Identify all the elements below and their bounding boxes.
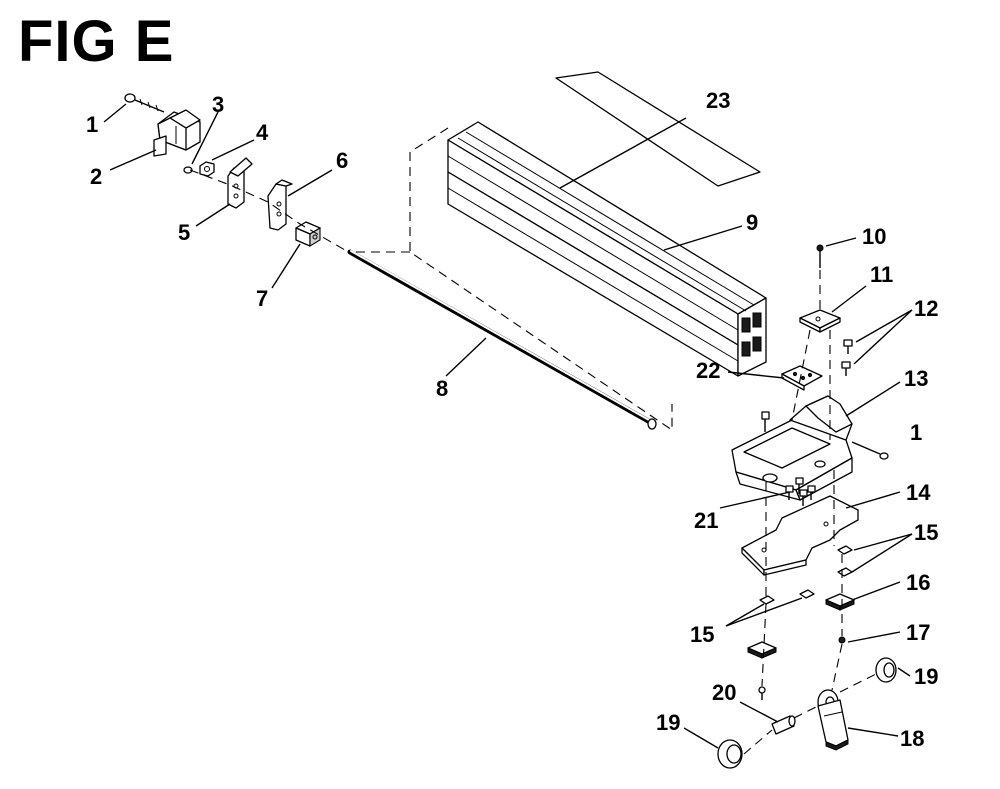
shaft-part-20 [771, 715, 796, 735]
screws-part-21 [785, 477, 816, 506]
screw-part-10 [816, 244, 824, 268]
callout-18: 18 [900, 726, 924, 751]
clip-part-16 [825, 593, 855, 611]
callout-13: 13 [904, 366, 928, 391]
figure-title: FIG E [18, 9, 175, 74]
screw-part-1-right [851, 441, 889, 460]
callout-10: 10 [862, 224, 886, 249]
callout-labels: 1 2 3 4 5 6 7 8 9 10 11 12 13 1 14 15 15… [86, 88, 938, 751]
callout-21: 21 [694, 508, 718, 533]
callout-22: 22 [696, 358, 720, 383]
callout-9: 9 [746, 210, 758, 235]
rod-part-8 [347, 249, 657, 430]
bolts-part-12 [841, 339, 853, 376]
plate-part-6 [267, 179, 293, 231]
nut-part-4 [199, 161, 215, 177]
bushing-part-19-left [717, 739, 743, 769]
callout-23: 23 [706, 88, 730, 113]
callout-20: 20 [712, 680, 736, 705]
fence-rail-part [447, 121, 767, 377]
callout-12: 12 [914, 296, 938, 321]
callout-1-right: 1 [910, 420, 922, 445]
bushing-part-19-right [875, 657, 897, 683]
clip-left-part [747, 641, 777, 659]
callout-14: 14 [906, 480, 931, 505]
callout-11: 11 [870, 262, 893, 287]
leader-lines [103, 103, 913, 749]
callout-1-top: 1 [86, 112, 98, 137]
plate-part-22 [781, 365, 823, 391]
callout-15-upper: 15 [914, 520, 938, 545]
callout-16: 16 [906, 570, 930, 595]
end-cap-part [153, 109, 201, 157]
base-plate-part-14 [741, 495, 859, 576]
callout-4: 4 [256, 120, 269, 145]
screw-lower-left [758, 686, 766, 700]
bracket-part-5 [227, 157, 253, 209]
fence-head-part-13 [731, 395, 853, 501]
callout-17: 17 [906, 620, 930, 645]
lock-handle-part-18 [817, 689, 849, 751]
screw-part-17 [838, 636, 846, 644]
callout-2: 2 [90, 164, 102, 189]
callout-7: 7 [256, 286, 268, 311]
washer-part-3 [183, 166, 193, 174]
callout-15-lower: 15 [690, 622, 714, 647]
callout-6: 6 [336, 148, 348, 173]
screw-part-1 [124, 93, 165, 113]
callout-19-right: 19 [914, 664, 938, 689]
plate-part-11 [799, 309, 841, 333]
callout-3: 3 [212, 92, 224, 117]
callout-5: 5 [178, 220, 190, 245]
callout-19-left: 19 [656, 710, 680, 735]
callout-8: 8 [436, 376, 448, 401]
label-strip-part [555, 71, 761, 187]
